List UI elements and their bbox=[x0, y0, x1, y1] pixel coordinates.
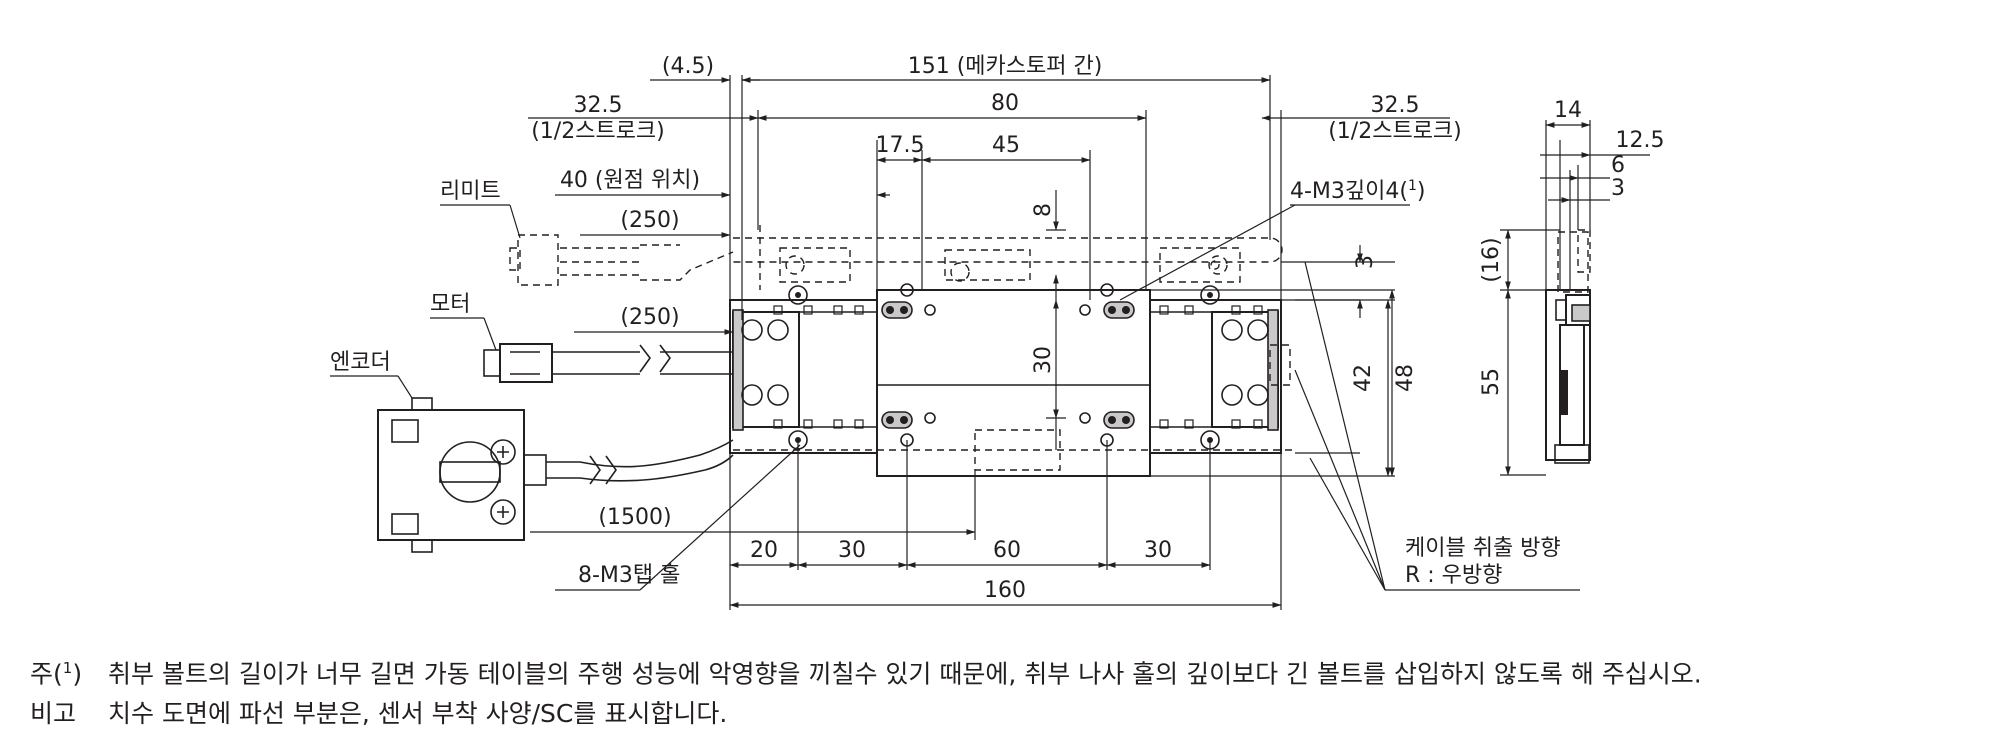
note-2-key: 비고 bbox=[30, 699, 77, 729]
dim-origin-position: 40 (원점 위치) bbox=[560, 168, 700, 193]
encoder-connector bbox=[377, 397, 734, 553]
dim-side-14: 14 bbox=[1554, 98, 1582, 123]
dim-cable-motor: (250) bbox=[620, 305, 679, 330]
right-end-block bbox=[1211, 311, 1279, 428]
dim-half-stroke-right-note: (1/2스트로크) bbox=[1328, 119, 1462, 144]
dim-half-stroke-right: 32.5 bbox=[1371, 93, 1420, 118]
dim-stroke-offset: (4.5) bbox=[662, 54, 714, 79]
note-1-text: 취부 볼트의 길이가 너무 길면 가동 테이블의 주행 성능에 악영향을 끼칠수… bbox=[108, 659, 1702, 689]
dimension-lines bbox=[330, 75, 1650, 610]
encoder-shell bbox=[377, 409, 525, 541]
dim-bottom-20: 20 bbox=[750, 538, 778, 563]
dimension-drawing: (4.5) 151 (메카스토퍼 간) 80 32.5 (1/2스트로크) 32… bbox=[330, 54, 1665, 610]
dim-half-stroke-left-note: (1/2스트로크) bbox=[531, 119, 665, 144]
dim-side-12-5: 12.5 bbox=[1616, 128, 1665, 153]
dim-cable-limit: (250) bbox=[620, 208, 679, 233]
dim-pitch-45: 45 bbox=[992, 133, 1020, 158]
dim-bottom-60: 60 bbox=[993, 538, 1021, 563]
dim-vert-42: 42 bbox=[1351, 364, 1376, 392]
label-limit: 리미트 bbox=[440, 179, 501, 204]
motor-connector bbox=[483, 343, 733, 383]
label-tap-hole-4: 4-M3깊이4(1) bbox=[1290, 178, 1426, 204]
dim-vert-48: 48 bbox=[1393, 364, 1418, 392]
label-encoder: 엔코더 bbox=[330, 350, 391, 375]
dim-bottom-30b: 30 bbox=[1144, 538, 1172, 563]
sensor-outline bbox=[733, 225, 1295, 471]
note-2: 비고 치수 도면에 파선 부분은, 센서 부착 사양/SC를 표시합니다. bbox=[30, 694, 1702, 734]
dim-vert-3: 3 bbox=[1353, 255, 1378, 269]
label-cable-direction-r: R : 우방향 bbox=[1405, 563, 1502, 588]
dim-bottom-160: 160 bbox=[984, 578, 1026, 603]
label-motor: 모터 bbox=[430, 292, 470, 317]
note-1: 주(1) 취부 볼트의 길이가 너무 길면 가동 테이블의 주행 성능에 악영향을… bbox=[30, 648, 1702, 694]
dim-vert-30: 30 bbox=[1031, 346, 1056, 374]
dim-vert-8: 8 bbox=[1031, 203, 1056, 217]
front-view bbox=[377, 225, 1295, 553]
note-2-text: 치수 도면에 파선 부분은, 센서 부착 사양/SC를 표시합니다. bbox=[108, 699, 728, 729]
dim-cable-encoder: (1500) bbox=[598, 505, 671, 530]
dim-between-stoppers: 151 (메카스토퍼 간) bbox=[908, 54, 1103, 79]
label-tap-hole-8: 8-M3탭 홀 bbox=[578, 563, 680, 588]
note-1-key: 주(1) bbox=[30, 659, 83, 689]
dim-side-16: (16) bbox=[1479, 237, 1504, 282]
dim-table-length: 80 bbox=[991, 91, 1019, 116]
dim-side-6: 6 bbox=[1611, 153, 1625, 178]
dim-pitch-17-5: 17.5 bbox=[876, 133, 925, 158]
side-view bbox=[1545, 229, 1591, 464]
notes: 주(1) 취부 볼트의 길이가 너무 길면 가동 테이블의 주행 성능에 악영향을… bbox=[30, 648, 1702, 734]
label-cable-direction: 케이블 취출 방향 bbox=[1405, 536, 1561, 561]
dim-bottom-30a: 30 bbox=[838, 538, 866, 563]
dim-side-3: 3 bbox=[1611, 176, 1625, 201]
limit-connector bbox=[509, 234, 734, 286]
dim-side-55: 55 bbox=[1479, 368, 1504, 396]
dim-half-stroke-left: 32.5 bbox=[574, 93, 623, 118]
